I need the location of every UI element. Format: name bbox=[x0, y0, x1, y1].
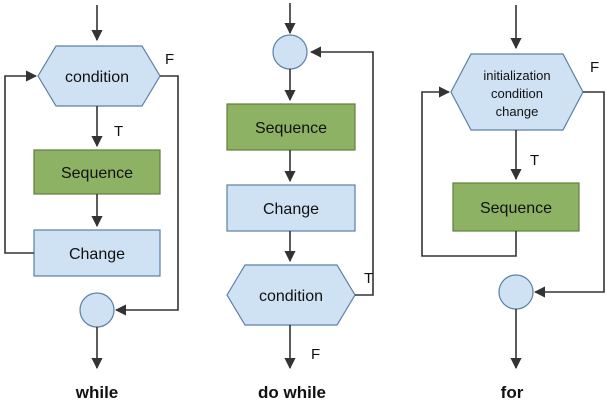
do-while-true-label: T bbox=[364, 270, 373, 287]
for-connector bbox=[498, 274, 534, 310]
for-decision-line-1: initialization bbox=[483, 68, 550, 83]
while-change-label: Change bbox=[69, 246, 125, 263]
do-while-true-arrow bbox=[309, 46, 374, 296]
for-decision-line-3: change bbox=[496, 104, 539, 119]
for-decision-line-2: condition bbox=[491, 86, 543, 101]
for-caption: for bbox=[501, 383, 524, 402]
while-loop-back-arrow bbox=[4, 70, 38, 254]
for-false-arrow bbox=[533, 91, 605, 298]
do-while-decision-label: condition bbox=[259, 288, 323, 305]
do-while-sequence-label: Sequence bbox=[255, 120, 327, 137]
do-while-diagram: Sequence Change condition T F do while bbox=[226, 3, 374, 402]
while-change-box bbox=[33, 229, 161, 277]
for-sequence-label: Sequence bbox=[480, 200, 552, 217]
do-while-sequence-box bbox=[226, 103, 356, 151]
do-while-false-label: F bbox=[311, 346, 320, 363]
do-while-change-box bbox=[226, 184, 356, 232]
for-true-label: T bbox=[530, 152, 539, 169]
while-connector bbox=[79, 292, 115, 328]
for-loop-back-arrow bbox=[421, 86, 517, 257]
while-sequence-box bbox=[33, 149, 161, 195]
do-while-connector bbox=[272, 34, 308, 70]
while-false-label: F bbox=[165, 51, 174, 68]
for-sequence-box bbox=[452, 182, 580, 232]
while-true-label: T bbox=[114, 123, 123, 140]
while-diagram: condition F T Sequence Change while bbox=[4, 5, 179, 402]
for-diagram: initialization condition change F T Sequ… bbox=[421, 5, 605, 402]
do-while-change-label: Change bbox=[263, 201, 319, 218]
for-false-label: F bbox=[590, 59, 599, 76]
while-caption: while bbox=[75, 383, 119, 402]
while-decision-label: condition bbox=[65, 69, 129, 86]
do-while-caption: do while bbox=[258, 383, 326, 402]
while-false-arrow bbox=[114, 75, 179, 316]
while-sequence-label: Sequence bbox=[61, 165, 133, 182]
